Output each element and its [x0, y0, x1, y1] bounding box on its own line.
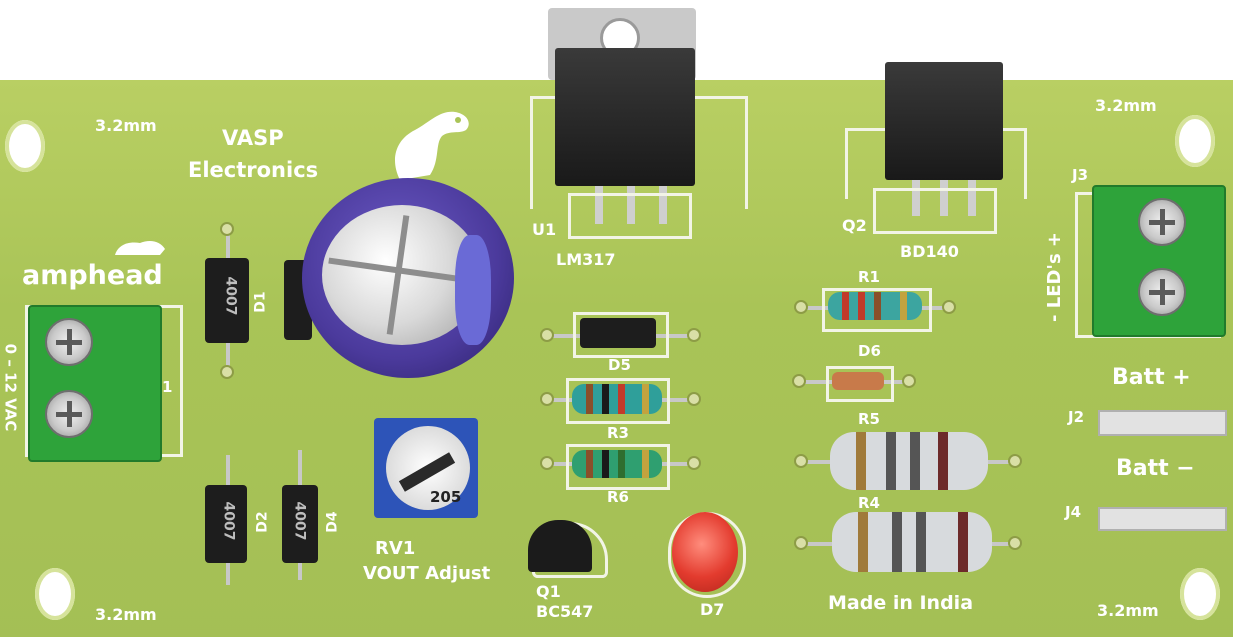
- j2-spade-terminal: [1098, 410, 1227, 436]
- u1-pin-2: [627, 186, 635, 224]
- d1-ref: D1: [252, 291, 269, 313]
- j3-ref: J3: [1072, 166, 1089, 184]
- pad: [792, 374, 806, 388]
- q1-body: [528, 520, 592, 572]
- q2-pin-1: [912, 180, 920, 216]
- u1-pin-1: [595, 186, 603, 224]
- made-in-label: Made in India: [828, 592, 974, 614]
- brand-line1: VASP: [222, 126, 284, 150]
- r3-ref: R3: [607, 424, 629, 442]
- pad: [540, 328, 554, 342]
- pad: [687, 328, 701, 342]
- ferret-logo: [395, 111, 469, 180]
- brand-line2: Electronics: [188, 158, 319, 182]
- batt-plus-label: Batt +: [1112, 365, 1191, 390]
- q2-footprint: [873, 188, 997, 234]
- r1-ref: R1: [858, 268, 880, 286]
- batt-minus-label: Batt −: [1116, 456, 1195, 481]
- r5-ref: R5: [858, 410, 880, 428]
- r1-body: [828, 292, 922, 320]
- led-screw-top: [1138, 198, 1186, 246]
- u1-body: [555, 48, 695, 186]
- d2-body: 4007: [205, 485, 247, 563]
- pad: [1008, 536, 1022, 550]
- d7-led: [672, 512, 738, 592]
- pad: [687, 392, 701, 406]
- r6-ref: R6: [607, 488, 629, 506]
- d5-outline: [573, 312, 669, 358]
- q1-ref: Q1: [536, 582, 561, 601]
- u1-part: LM317: [556, 250, 616, 269]
- r4-body: [832, 512, 992, 572]
- hole-label-top-right: 3.2mm: [1095, 96, 1157, 115]
- j4-spade-terminal: [1098, 507, 1227, 531]
- hole-label-top-left: 3.2mm: [95, 116, 157, 135]
- u1-pin-3: [659, 186, 667, 224]
- r4-ref: R4: [858, 494, 880, 512]
- q2-body: [885, 62, 1003, 180]
- d5-body: [580, 318, 656, 348]
- pad: [220, 222, 234, 236]
- input-screw-top: [45, 318, 93, 366]
- r6-outline: [566, 444, 670, 490]
- pad: [540, 392, 554, 406]
- pad: [942, 300, 956, 314]
- r5-body: [830, 432, 988, 490]
- d6-outline: [826, 366, 894, 402]
- r3-outline: [566, 378, 670, 424]
- r6-body: [572, 450, 662, 478]
- d7-ref: D7: [700, 600, 725, 619]
- mounting-hole-bottom-left: [35, 568, 75, 620]
- d1-body: 4007: [205, 258, 249, 343]
- q2-ref: Q2: [842, 216, 867, 235]
- j4-ref: J4: [1065, 503, 1082, 521]
- hole-label-bottom-left: 3.2mm: [95, 605, 157, 624]
- pad: [220, 365, 234, 379]
- led-screw-bottom: [1138, 268, 1186, 316]
- q2-pin-3: [968, 180, 976, 216]
- rv1-ref: RV1: [375, 538, 416, 559]
- d5-ref: D5: [608, 356, 631, 374]
- amphead-label: amphead: [22, 260, 163, 291]
- pad: [794, 536, 808, 550]
- q2-pin-2: [940, 180, 948, 216]
- j2-ref: J2: [1068, 408, 1085, 426]
- input-pin-label: 1: [162, 378, 173, 396]
- d4-ref: D4: [324, 511, 341, 533]
- r3-body: [572, 384, 662, 414]
- amphead-logo-icon: [115, 241, 165, 255]
- q1-part: BC547: [536, 602, 594, 621]
- u1-ref: U1: [532, 220, 557, 239]
- pad: [540, 456, 554, 470]
- d4-body: 4007: [282, 485, 318, 563]
- r1-outline: [822, 288, 932, 332]
- input-screw-bottom: [45, 390, 93, 438]
- rv1-marking: 205: [430, 488, 462, 506]
- d6-body: [832, 372, 884, 390]
- pad: [794, 454, 808, 468]
- mounting-hole-bottom-right: [1180, 568, 1220, 620]
- input-voltage-label: 0 – 12 VAC: [1, 343, 20, 432]
- pad: [687, 456, 701, 470]
- rv1-caption: VOUT Adjust: [363, 563, 491, 584]
- j3-label: - LED's +: [1044, 231, 1066, 323]
- mounting-hole-top-right: [1175, 115, 1215, 167]
- hole-label-bottom-right: 3.2mm: [1097, 601, 1159, 620]
- mounting-hole-top-left: [5, 120, 45, 172]
- d6-ref: D6: [858, 342, 881, 360]
- pad: [1008, 454, 1022, 468]
- u1-footprint: [568, 193, 692, 239]
- q2-part: BD140: [900, 242, 959, 261]
- pad: [794, 300, 808, 314]
- capacitor-stripe: [455, 235, 491, 345]
- d2-ref: D2: [254, 511, 271, 533]
- pad: [902, 374, 916, 388]
